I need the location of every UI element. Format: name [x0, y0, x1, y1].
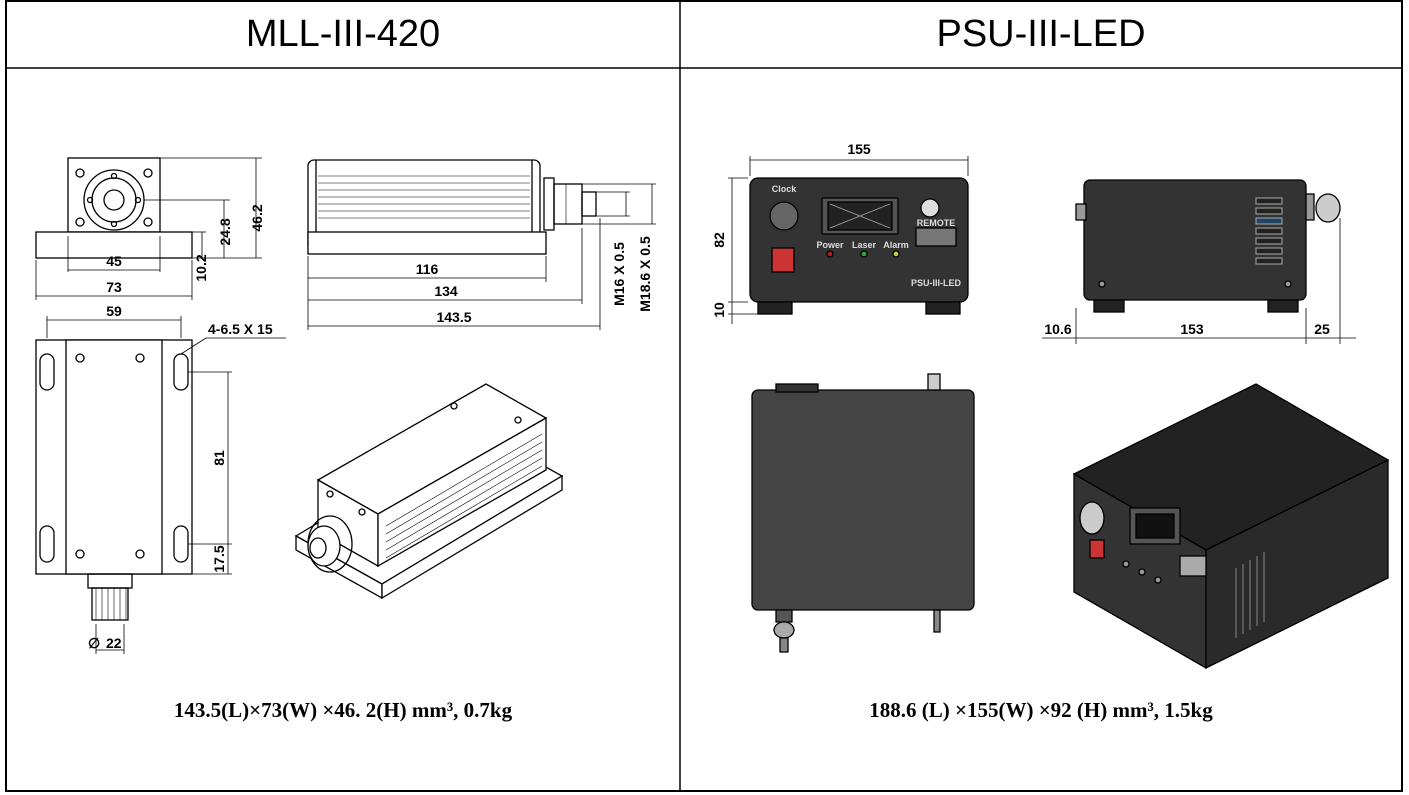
front-view [35, 157, 262, 300]
panel-label-alarm: Alarm [883, 240, 909, 250]
dim-143-5: 143.5 [436, 309, 471, 325]
psu-top-view [751, 373, 975, 653]
top-view [35, 316, 286, 654]
dim-10: 10 [711, 302, 727, 318]
panel-label-remote: REMOTE [917, 218, 956, 228]
dim-holes: 4-6.5 X 15 [208, 321, 273, 337]
dim-82: 82 [711, 232, 727, 248]
dim-73: 73 [106, 279, 122, 295]
dim-134: 134 [434, 283, 458, 299]
dim-45: 45 [106, 253, 122, 269]
panel-label-power: Power [816, 240, 844, 250]
panel-label-laser: Laser [852, 240, 877, 250]
dim-153: 153 [1180, 321, 1204, 337]
dim-81: 81 [211, 450, 227, 466]
panel-label-clock: Clock [772, 184, 798, 194]
dim-155: 155 [847, 141, 871, 157]
power-supply-drawing: 155 82 10 10.6 153 25 Clock Power Laser … [711, 141, 1390, 670]
dim-24-8: 24.8 [217, 218, 233, 245]
laser-head-drawing: 46.2 24.8 10.2 45 73 116 134 143.5 M16 X… [35, 157, 656, 654]
dim-10-6: 10.6 [1044, 321, 1071, 337]
dim-116: 116 [416, 261, 439, 277]
dim-m18-6: M18.6 X 0.5 [637, 236, 653, 312]
panel-label-model: PSU-III-LED [911, 278, 962, 288]
psu-side-view [1042, 179, 1356, 344]
dim-25: 25 [1314, 321, 1330, 337]
dim-46-2: 46.2 [249, 204, 265, 231]
isometric-view [294, 383, 564, 600]
right-title: PSU-III-LED [936, 12, 1146, 55]
psu-isometric-view [1072, 383, 1390, 670]
left-caption: 143.5(L)×73(W) ×46. 2(H) mm³, 0.7kg [173, 697, 513, 722]
dim-22: 22 [106, 635, 122, 651]
dim-10-2: 10.2 [193, 254, 209, 281]
dim-17-5: 17.5 [211, 545, 227, 572]
dim-22-diameter-symbol: ∅ [88, 635, 100, 651]
dim-m16: M16 X 0.5 [611, 242, 627, 306]
dim-59: 59 [106, 303, 122, 319]
psu-front-view [728, 156, 969, 324]
side-view [307, 159, 656, 330]
left-title: MLL-III-420 [245, 12, 441, 55]
right-caption: 188.6 (L) ×155(W) ×92 (H) mm³, 1.5kg [869, 697, 1213, 722]
